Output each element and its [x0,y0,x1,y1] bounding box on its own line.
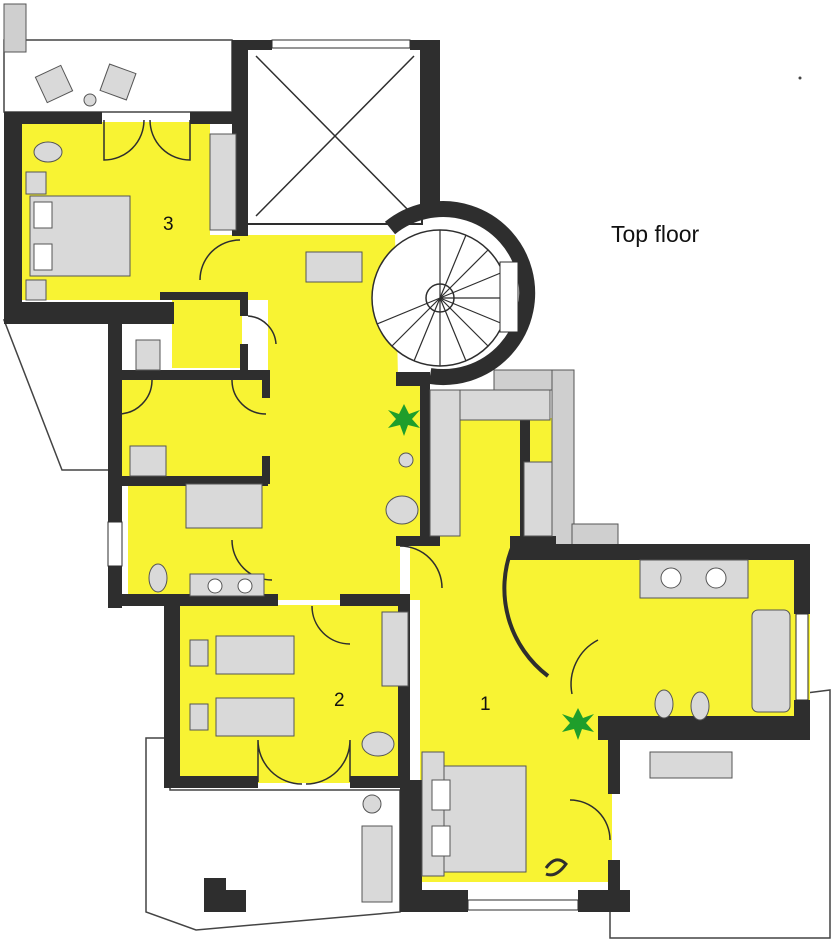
hall-floor [170,235,428,600]
windows [107,39,809,911]
room-label-3: 3 [163,214,174,235]
doors [103,119,611,841]
stone-walls [3,3,619,547]
room-2-floor [180,605,408,783]
bathtub-right [751,609,791,713]
plan-title: Top floor [611,221,700,247]
plant-icon [388,404,594,740]
mark [798,76,802,80]
stair-void [245,45,423,225]
room-1-ornament [544,858,568,877]
room-label-1: 1 [480,694,491,715]
furniture [25,63,791,903]
room-label-2: 2 [334,690,345,711]
closet-floor [172,298,242,368]
terrace-left [2,319,113,471]
